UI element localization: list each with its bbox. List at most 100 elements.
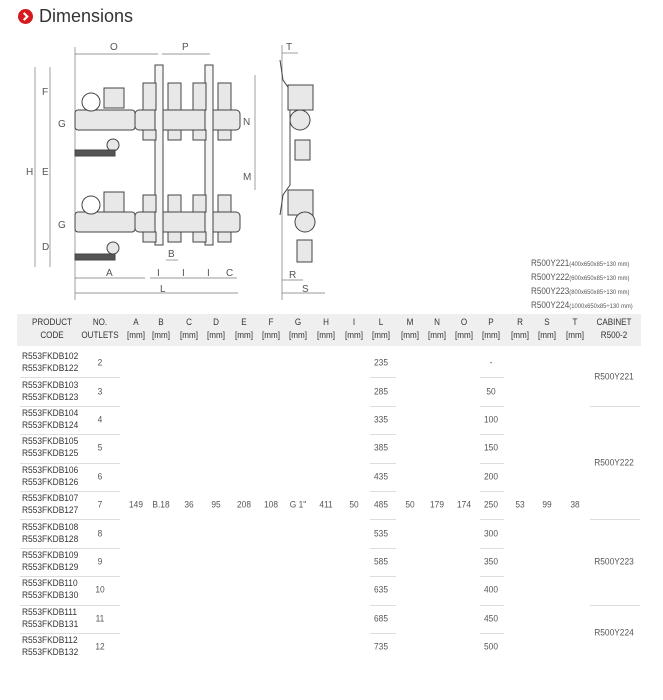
column-header-line: R xyxy=(517,317,523,328)
product-code: R553FKDB128 xyxy=(22,533,79,545)
dimension-e-cell: 208 xyxy=(237,499,251,511)
row-divider xyxy=(20,576,120,578)
dim-label-e: E xyxy=(42,167,49,178)
row-divider xyxy=(20,547,120,549)
column-header-line: O xyxy=(460,317,468,328)
column-header-line: M xyxy=(406,317,414,328)
row-divider xyxy=(20,633,120,634)
row-divider xyxy=(370,491,396,492)
product-code: R553FKDB112 xyxy=(22,635,78,647)
dim-label-o: O xyxy=(110,42,118,53)
column-header-line: I xyxy=(352,317,356,328)
cabinet-cell: R500Y223 xyxy=(594,556,634,568)
manifold-technical-drawing: O P T F G H E G D N M B A I I I C L R S xyxy=(26,42,325,300)
product-code: R553FKDB122 xyxy=(22,363,79,375)
column-header: G[mm] xyxy=(289,316,307,342)
l-cell: 685 xyxy=(374,613,388,625)
dimension-m-cell: 50 xyxy=(405,499,415,511)
row-divider xyxy=(20,491,120,492)
column-header: I[mm] xyxy=(345,316,363,342)
dimension-s-cell: 99 xyxy=(542,499,552,511)
product-code: R553FKDB127 xyxy=(22,505,79,517)
column-header-line: NO. xyxy=(92,317,108,328)
dimension-f-cell: 108 xyxy=(264,499,278,511)
column-header-line: [mm] xyxy=(566,330,584,341)
l-cell: 435 xyxy=(374,471,388,483)
dim-label-b: B xyxy=(168,249,175,260)
p-cell: - xyxy=(489,357,493,369)
cabinet-cell: R500Y224 xyxy=(594,627,634,639)
row-divider xyxy=(20,462,120,464)
dimension-r-cell: 53 xyxy=(515,499,525,511)
column-header: NO. OUTLETS xyxy=(81,316,118,342)
outlets-cell: 8 xyxy=(97,528,103,540)
column-header: P [mm] xyxy=(482,316,500,342)
column-header-line: [mm] xyxy=(428,330,446,341)
column-header-line: [mm] xyxy=(207,330,225,341)
product-code: R553FKDB125 xyxy=(22,448,79,460)
row-divider xyxy=(480,576,504,578)
row-divider xyxy=(480,434,504,436)
dim-label-h: H xyxy=(26,167,33,178)
dimension-d-cell: 95 xyxy=(211,499,221,511)
column-header-line: [mm] xyxy=(482,330,500,341)
column-header-line: G xyxy=(294,317,302,328)
row-divider xyxy=(20,377,120,379)
column-header-line: A xyxy=(133,317,139,328)
cabinet-note: R500Y224(1000x650x85÷130 mm) xyxy=(531,300,633,310)
column-header: N[mm] xyxy=(428,316,446,342)
product-code: R553FKDB107 xyxy=(22,493,79,505)
row-divider xyxy=(370,547,396,549)
dim-label-i1: I xyxy=(157,268,160,279)
row-divider xyxy=(480,377,504,379)
column-header-line: P xyxy=(488,317,494,328)
dim-label-g2: G xyxy=(58,220,66,231)
row-divider xyxy=(480,491,504,492)
l-cell: 235 xyxy=(374,357,388,369)
row-divider xyxy=(370,377,396,379)
dim-label-l: L xyxy=(160,284,166,295)
column-header-line: [mm] xyxy=(235,330,253,341)
column-header: C[mm] xyxy=(180,316,198,342)
title-text: Dimensions xyxy=(39,6,134,26)
row-divider xyxy=(370,519,396,521)
outlets-cell: 9 xyxy=(97,556,103,568)
column-header-line: OUTLETS xyxy=(81,330,119,341)
dim-label-m: M xyxy=(243,172,251,183)
column-header-line: [mm] xyxy=(180,330,198,341)
dimension-o-cell: 174 xyxy=(457,499,471,511)
outlets-cell: 10 xyxy=(95,584,105,596)
outlets-cell: 6 xyxy=(97,471,103,483)
dim-label-n: N xyxy=(243,117,250,128)
cabinet-divider xyxy=(590,405,640,407)
product-code: R553FKDB130 xyxy=(22,590,79,602)
cabinet-cell: R500Y222 xyxy=(594,457,634,469)
column-header-line: [mm] xyxy=(511,330,529,341)
l-cell: 735 xyxy=(374,641,388,653)
column-header-line: S xyxy=(544,317,550,328)
table-header xyxy=(17,314,641,346)
product-code: R553FKDB106 xyxy=(22,464,79,476)
l-cell: 535 xyxy=(374,528,388,540)
p-cell: 400 xyxy=(484,584,498,596)
outlets-cell: 12 xyxy=(95,641,105,653)
cabinet-notes: R500Y221(400x650x85÷130 mm) R500Y222(600… xyxy=(531,257,633,313)
column-header-line: E xyxy=(241,317,247,328)
row-divider xyxy=(480,633,504,634)
dimension-c-cell: 36 xyxy=(184,499,194,511)
dim-label-r: R xyxy=(289,270,296,281)
cabinet-note: R500Y222(600x650x85÷130 mm) xyxy=(531,272,630,282)
product-code: R553FKDB126 xyxy=(22,476,79,488)
row-divider xyxy=(370,405,396,407)
outlets-cell: 4 xyxy=(97,414,103,426)
column-header-line: B xyxy=(158,317,164,328)
cabinet-note: R500Y221(400x650x85÷130 mm) xyxy=(531,258,630,268)
product-code: R553FKDB111 xyxy=(22,606,77,618)
